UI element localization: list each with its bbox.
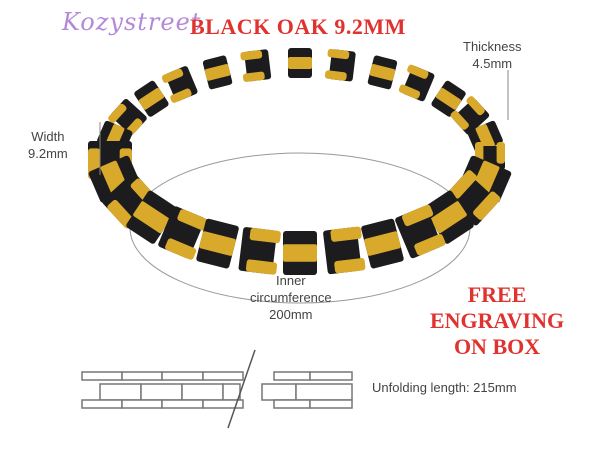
diagram-link: [273, 399, 311, 409]
bracelet-link: [431, 80, 466, 117]
diagram-link: [202, 399, 244, 409]
thickness-value: 4.5mm: [472, 56, 513, 71]
bracelet-link: [134, 80, 169, 117]
bracelet-link: [450, 96, 490, 135]
promo-line-1: FREE: [467, 282, 527, 307]
inner-circumference-label: Inner circumference 200mm: [250, 272, 332, 323]
bracelet-link: [288, 48, 312, 78]
thickness-text: Thickness: [463, 39, 522, 54]
diagram-link: [181, 383, 224, 401]
diagram-link: [309, 399, 353, 409]
width-text: Width: [31, 129, 65, 144]
diagram-link: [81, 371, 123, 381]
diagram-link: [121, 371, 163, 381]
unfolded-diagram: [81, 349, 353, 429]
diagram-link: [222, 383, 241, 401]
width-label: Width 9.2mm: [28, 128, 68, 162]
diagram-link: [273, 371, 311, 381]
promo-line-3: ON BOX: [453, 334, 541, 359]
diagram-link: [295, 383, 353, 401]
width-value: 9.2mm: [28, 146, 68, 161]
bracelet-link: [423, 190, 474, 244]
diagram-link: [99, 383, 142, 401]
bracelet: [88, 48, 512, 275]
bracelet-link: [126, 190, 177, 244]
promo-line-2: ENGRAVING: [430, 308, 565, 333]
product-title: BLACK OAK 9.2MM: [190, 14, 406, 39]
inner-line-3: 200mm: [269, 307, 313, 322]
bracelet-link: [395, 204, 446, 259]
bracelet-link: [323, 226, 366, 275]
bracelet-link: [367, 55, 398, 90]
bracelet-link: [196, 218, 239, 269]
bracelet-link: [398, 64, 435, 102]
diagram-link: [309, 371, 353, 381]
bracelet-link: [202, 55, 233, 90]
diagram-link: [81, 399, 123, 409]
inner-line-1: Inner: [276, 273, 306, 288]
bracelet-link: [324, 48, 356, 82]
break-line: [227, 349, 256, 429]
brand-logo: Kozystreet: [62, 8, 202, 36]
diagram-link: [140, 383, 183, 401]
diagram-link: [261, 383, 297, 401]
bracelet-link: [283, 231, 317, 275]
diagram-link: [161, 371, 204, 381]
diagram-link: [202, 371, 244, 381]
bracelet-link: [444, 170, 501, 226]
diagram-link: [161, 399, 204, 409]
unfolding-length-label: Unfolding length: 215mm: [372, 380, 517, 395]
diagram-link: [121, 399, 163, 409]
bracelet-link: [238, 227, 281, 275]
inner-line-2: circumference: [250, 290, 332, 305]
bracelet-link: [161, 66, 198, 103]
thickness-label: Thickness 4.5mm: [463, 38, 522, 72]
bracelet-link: [361, 218, 404, 269]
bracelet-link: [158, 206, 209, 260]
bracelet-link: [240, 49, 272, 82]
